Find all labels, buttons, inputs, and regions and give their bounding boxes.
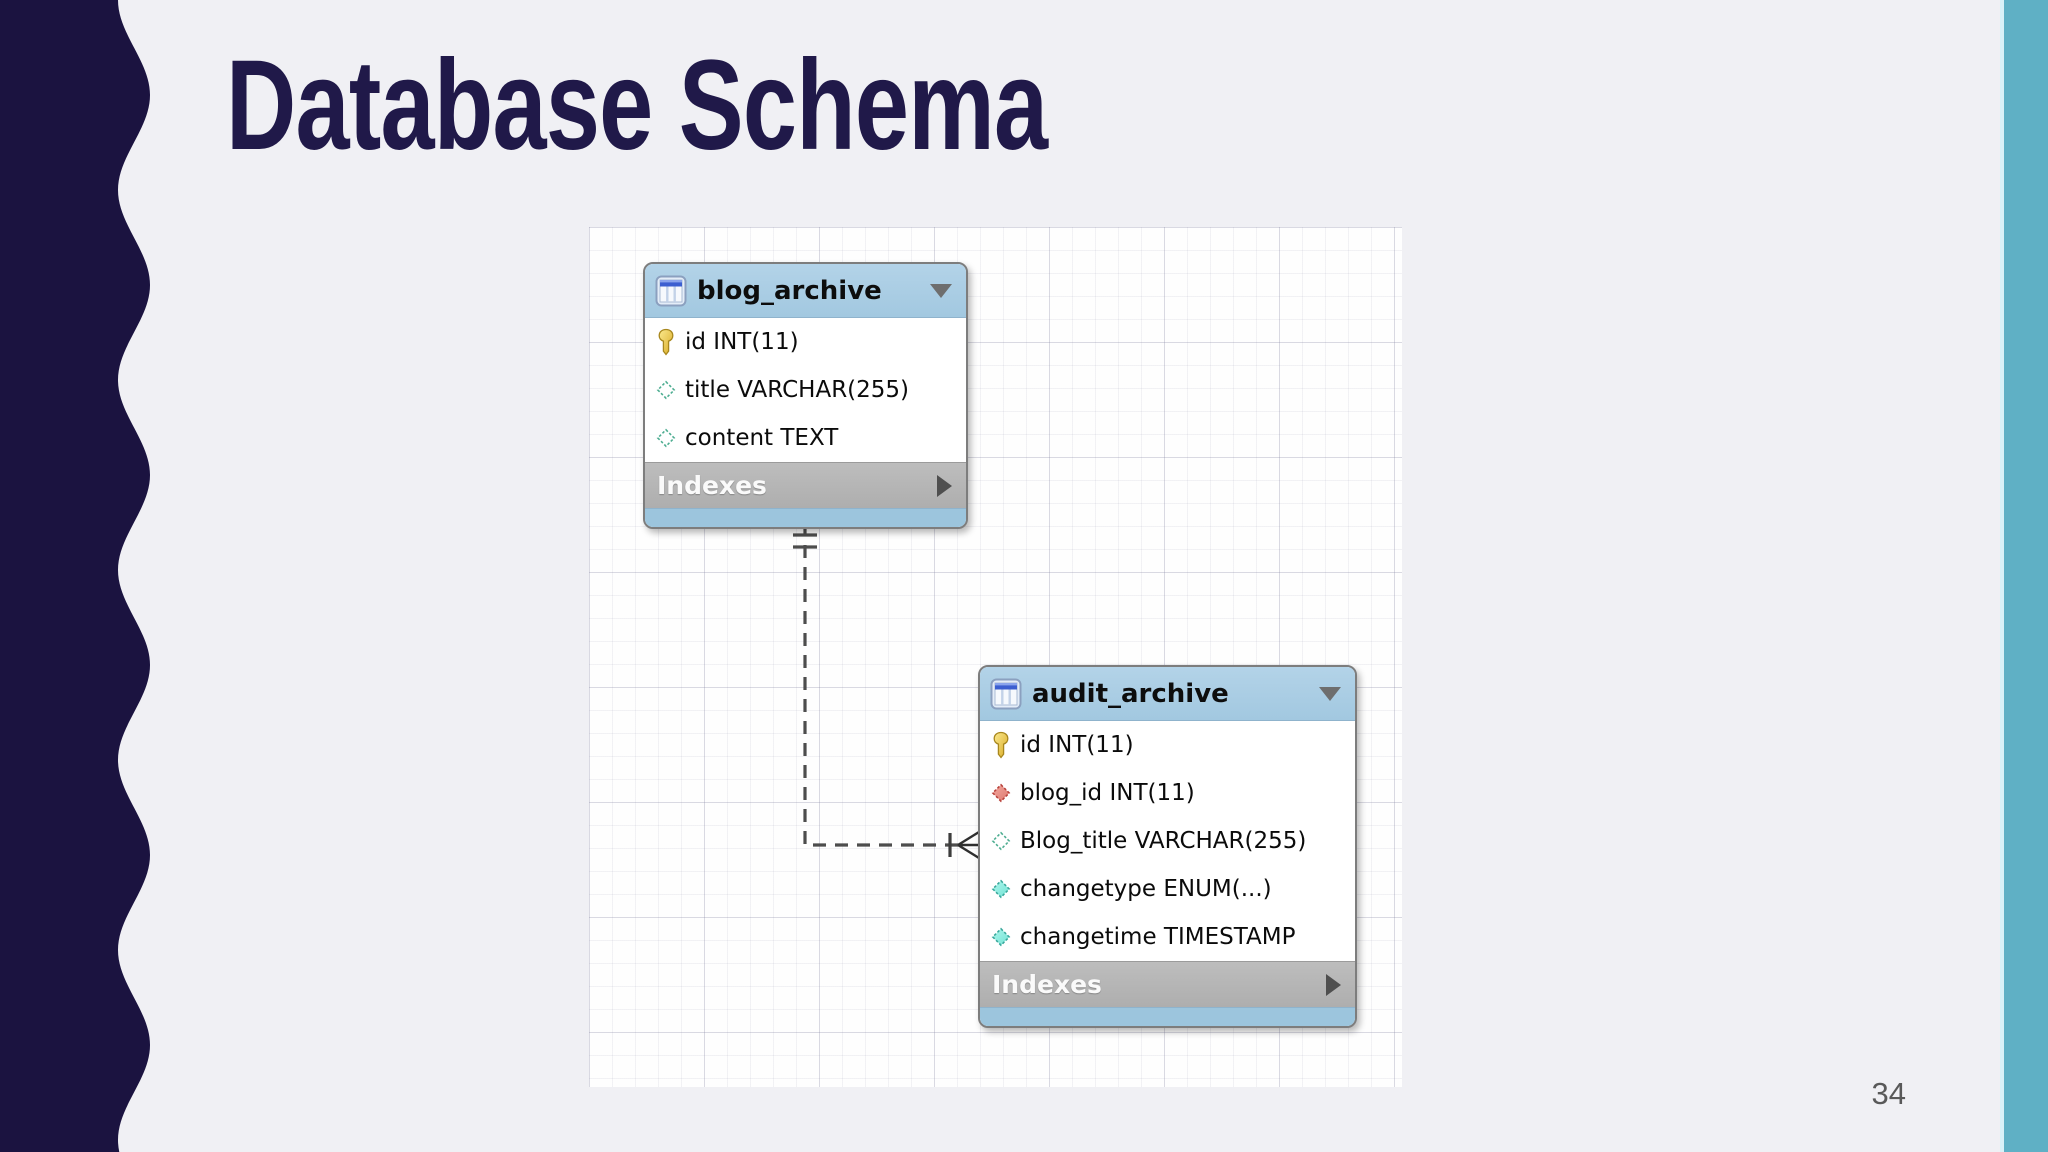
table-footer xyxy=(980,1007,1355,1026)
column-row: title VARCHAR(255) xyxy=(645,366,966,414)
relationship-dashed-line xyxy=(803,523,958,847)
nullable-column-diamond-icon xyxy=(654,380,678,400)
column-row: id INT(11) xyxy=(980,721,1355,769)
nullable-column-diamond-icon xyxy=(989,831,1013,851)
collapse-triangle-icon xyxy=(1319,686,1341,701)
foreign-key-diamond-icon xyxy=(989,783,1013,803)
column-row: id INT(11) xyxy=(645,318,966,366)
column-row: changetime TIMESTAMP xyxy=(980,913,1355,961)
expand-triangle-icon xyxy=(1326,973,1341,996)
indexes-bar: Indexes xyxy=(645,462,966,508)
table-icon xyxy=(990,678,1022,709)
column-label: id INT(11) xyxy=(685,329,799,355)
column-label: Blog_title VARCHAR(255) xyxy=(1020,828,1307,854)
primary-key-icon xyxy=(654,328,678,356)
crows-foot-icon xyxy=(957,830,980,860)
nullable-column-diamond-icon xyxy=(654,428,678,448)
table-icon xyxy=(655,275,687,306)
column-diamond-icon xyxy=(989,927,1013,947)
column-label: changetype ENUM(...) xyxy=(1020,876,1272,902)
indexes-label: Indexes xyxy=(657,471,767,500)
column-label: blog_id INT(11) xyxy=(1020,780,1195,806)
column-row: changetype ENUM(...) xyxy=(980,865,1355,913)
table-footer xyxy=(645,508,966,527)
collapse-triangle-icon xyxy=(930,283,952,298)
table-audit-archive: audit_archive id INT(11) blog_id INT(11) xyxy=(978,665,1357,1028)
column-diamond-icon xyxy=(989,879,1013,899)
expand-triangle-icon xyxy=(937,474,952,497)
table-header-blog-archive: blog_archive xyxy=(645,264,966,318)
column-row: Blog_title VARCHAR(255) xyxy=(980,817,1355,865)
column-label: changetime TIMESTAMP xyxy=(1020,924,1296,950)
column-label: content TEXT xyxy=(685,425,839,451)
page-number: 34 xyxy=(1871,1076,1906,1111)
relationship-connector xyxy=(793,523,980,860)
table-name: audit_archive xyxy=(1032,678,1229,709)
page-title: Database Schema xyxy=(226,34,1048,177)
primary-key-icon xyxy=(989,731,1013,759)
sidebar-wave xyxy=(0,0,150,1152)
column-label: id INT(11) xyxy=(1020,732,1134,758)
accent-strip xyxy=(2000,0,2048,1152)
table-blog-archive: blog_archive id INT(11) title VARCHAR(25… xyxy=(643,262,968,529)
column-row: content TEXT xyxy=(645,414,966,462)
indexes-bar: Indexes xyxy=(980,961,1355,1007)
diagram-canvas: blog_archive id INT(11) title VARCHAR(25… xyxy=(589,227,1402,1087)
column-label: title VARCHAR(255) xyxy=(685,377,910,403)
column-row: blog_id INT(11) xyxy=(980,769,1355,817)
table-name: blog_archive xyxy=(697,275,882,306)
table-header-audit-archive: audit_archive xyxy=(980,667,1355,721)
indexes-label: Indexes xyxy=(992,970,1102,999)
